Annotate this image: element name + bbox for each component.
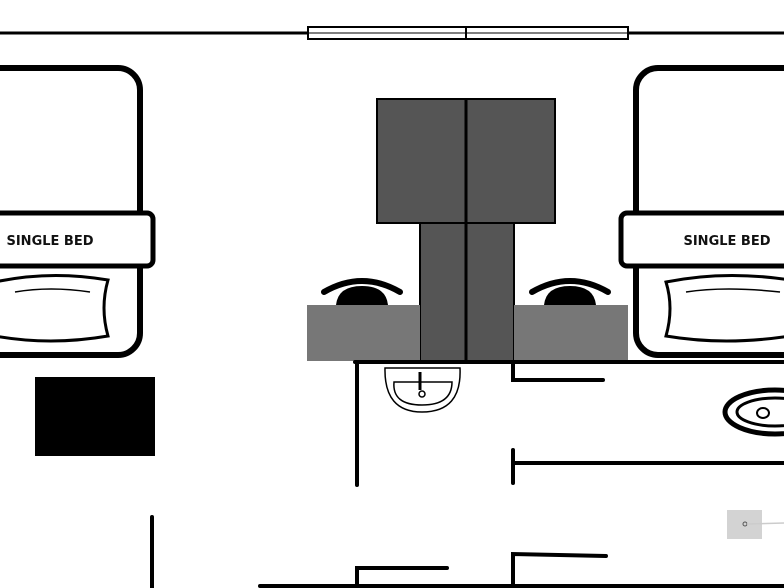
light-switch-icon: [727, 510, 784, 539]
sink-icon: [384, 367, 461, 413]
bed-label: SINGLE BED: [6, 234, 93, 249]
bed-label: SINGLE BED: [683, 234, 770, 249]
single-bed-right: SINGLE BED: [618, 65, 784, 358]
lamp-icon: [529, 278, 611, 305]
nightstand-right: [514, 305, 628, 361]
single-bed-left: SINGLE BED: [0, 65, 156, 358]
wardrobe: [376, 98, 556, 363]
lamp-icon: [321, 278, 403, 305]
toilet-icon: [722, 387, 784, 437]
pillow-icon: [664, 273, 784, 343]
walls: [150, 360, 784, 588]
nightstand-left: [307, 305, 420, 361]
table: [35, 377, 155, 456]
window: [307, 26, 629, 40]
pillow-icon: [0, 273, 110, 343]
